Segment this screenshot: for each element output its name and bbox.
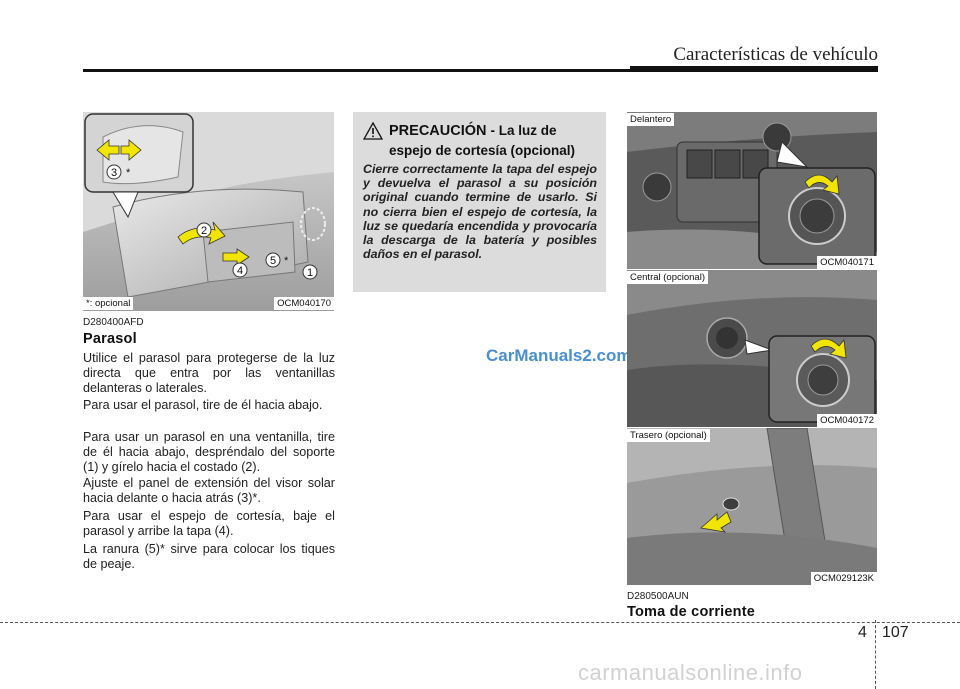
rear-outlet-illustration	[627, 428, 877, 585]
figure-sun-visor: 3 2 5 4 1 * * *: opcional OCM040170	[83, 112, 334, 311]
figure-code: OCM040172	[817, 414, 877, 427]
caution-box: PRECAUCIÓN - La luz de espejo de cortesí…	[353, 112, 606, 292]
paragraph: La ranura (5)* sirve para colocar los ti…	[83, 542, 335, 571]
figure-code: OCM029123K	[810, 572, 877, 585]
figure-center-outlet: Central (opcional) OCM040172	[627, 270, 877, 427]
figure-label: Central (opcional)	[627, 271, 708, 284]
callout-2: 2	[201, 225, 207, 237]
front-outlet-illustration	[627, 112, 877, 269]
figure-front-outlet: Delantero OCM040171	[627, 112, 877, 269]
center-outlet-illustration	[627, 270, 877, 427]
header-rule	[83, 69, 878, 72]
figure-rear-outlet: Trasero (opcional) OCM029123K	[627, 428, 877, 585]
paragraph: Para usar el parasol, tire de él hacia a…	[83, 398, 323, 412]
header-rule-thick	[630, 66, 878, 72]
caution-body: Cierre correctamente la tapa del espejo …	[363, 162, 597, 262]
page-number: 107	[882, 624, 909, 641]
paragraph: Utilice el parasol para protegerse de la…	[83, 351, 335, 395]
watermark: CarManuals2.com	[486, 346, 632, 365]
footer-watermark: carmanualsonline.info	[578, 660, 803, 685]
caution-subtitle-a: - La luz de	[490, 123, 557, 138]
caution-title-main: PRECAUCIÓN	[389, 123, 487, 139]
paragraph: Ajuste el panel de extensión del visor s…	[83, 476, 335, 505]
chapter-number: 4	[858, 624, 867, 641]
callout-asterisk-3: *	[126, 167, 131, 179]
section-code: D280500AUN	[627, 591, 689, 602]
caution-title: PRECAUCIÓN - La luz de espejo de cortesí…	[389, 121, 599, 161]
callout-4: 4	[237, 265, 243, 277]
section-title: Parasol	[83, 331, 137, 347]
callout-3: 3	[111, 167, 117, 179]
callout-asterisk-5: *	[284, 255, 289, 267]
section-title: Toma de corriente	[627, 604, 756, 620]
figure-label: Delantero	[627, 113, 675, 126]
section-code: D280400AFD	[83, 317, 144, 328]
page-number-separator	[875, 620, 876, 689]
sun-visor-illustration: 3 2 5 4 1 * *	[83, 112, 334, 311]
footer-rule	[0, 622, 960, 623]
callout-1: 1	[307, 267, 313, 279]
warning-triangle-icon	[363, 122, 383, 140]
callout-5: 5	[270, 255, 276, 267]
paragraph: Para usar un parasol en una ventanilla, …	[83, 430, 335, 474]
figure-note: *: opcional	[83, 297, 134, 310]
figure-code: OCM040171	[817, 256, 877, 269]
page-header-title: Características de vehículo	[673, 44, 878, 65]
paragraph: Para usar el espejo de cortesía, baje el…	[83, 509, 335, 538]
caution-subtitle-b: espejo de cortesía (opcional)	[389, 143, 576, 158]
figure-code: OCM040170	[274, 297, 334, 310]
figure-label: Trasero (opcional)	[627, 429, 710, 442]
